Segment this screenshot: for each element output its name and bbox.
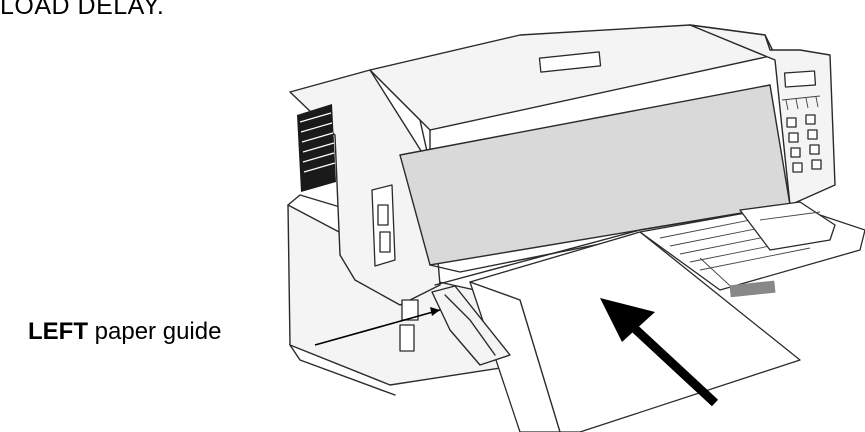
top-caption-text: LOAD DELAY. <box>0 0 165 20</box>
left-guide-bracket <box>401 299 419 321</box>
left-paper-guide-label: LEFT paper guide <box>28 318 221 346</box>
control-panel <box>781 70 822 173</box>
vent-grille <box>297 104 336 192</box>
printer-right-panel <box>689 24 836 206</box>
left-paper-guide <box>431 285 511 366</box>
callout-arrowhead <box>430 307 440 316</box>
printer-base-front-edge <box>289 344 396 396</box>
top-cover-slot <box>538 51 602 73</box>
side-panel <box>371 184 396 267</box>
printer-left-tower <box>289 69 441 306</box>
left-paper-guide-label-rest: paper guide <box>88 318 222 345</box>
callout-line <box>314 309 441 346</box>
lcd-display-icon <box>783 70 817 88</box>
insert-direction-arrow <box>600 298 719 407</box>
left-paper-guide-label-bold: LEFT <box>28 318 88 345</box>
paper-rail <box>434 204 791 286</box>
tray-slot <box>729 280 776 298</box>
